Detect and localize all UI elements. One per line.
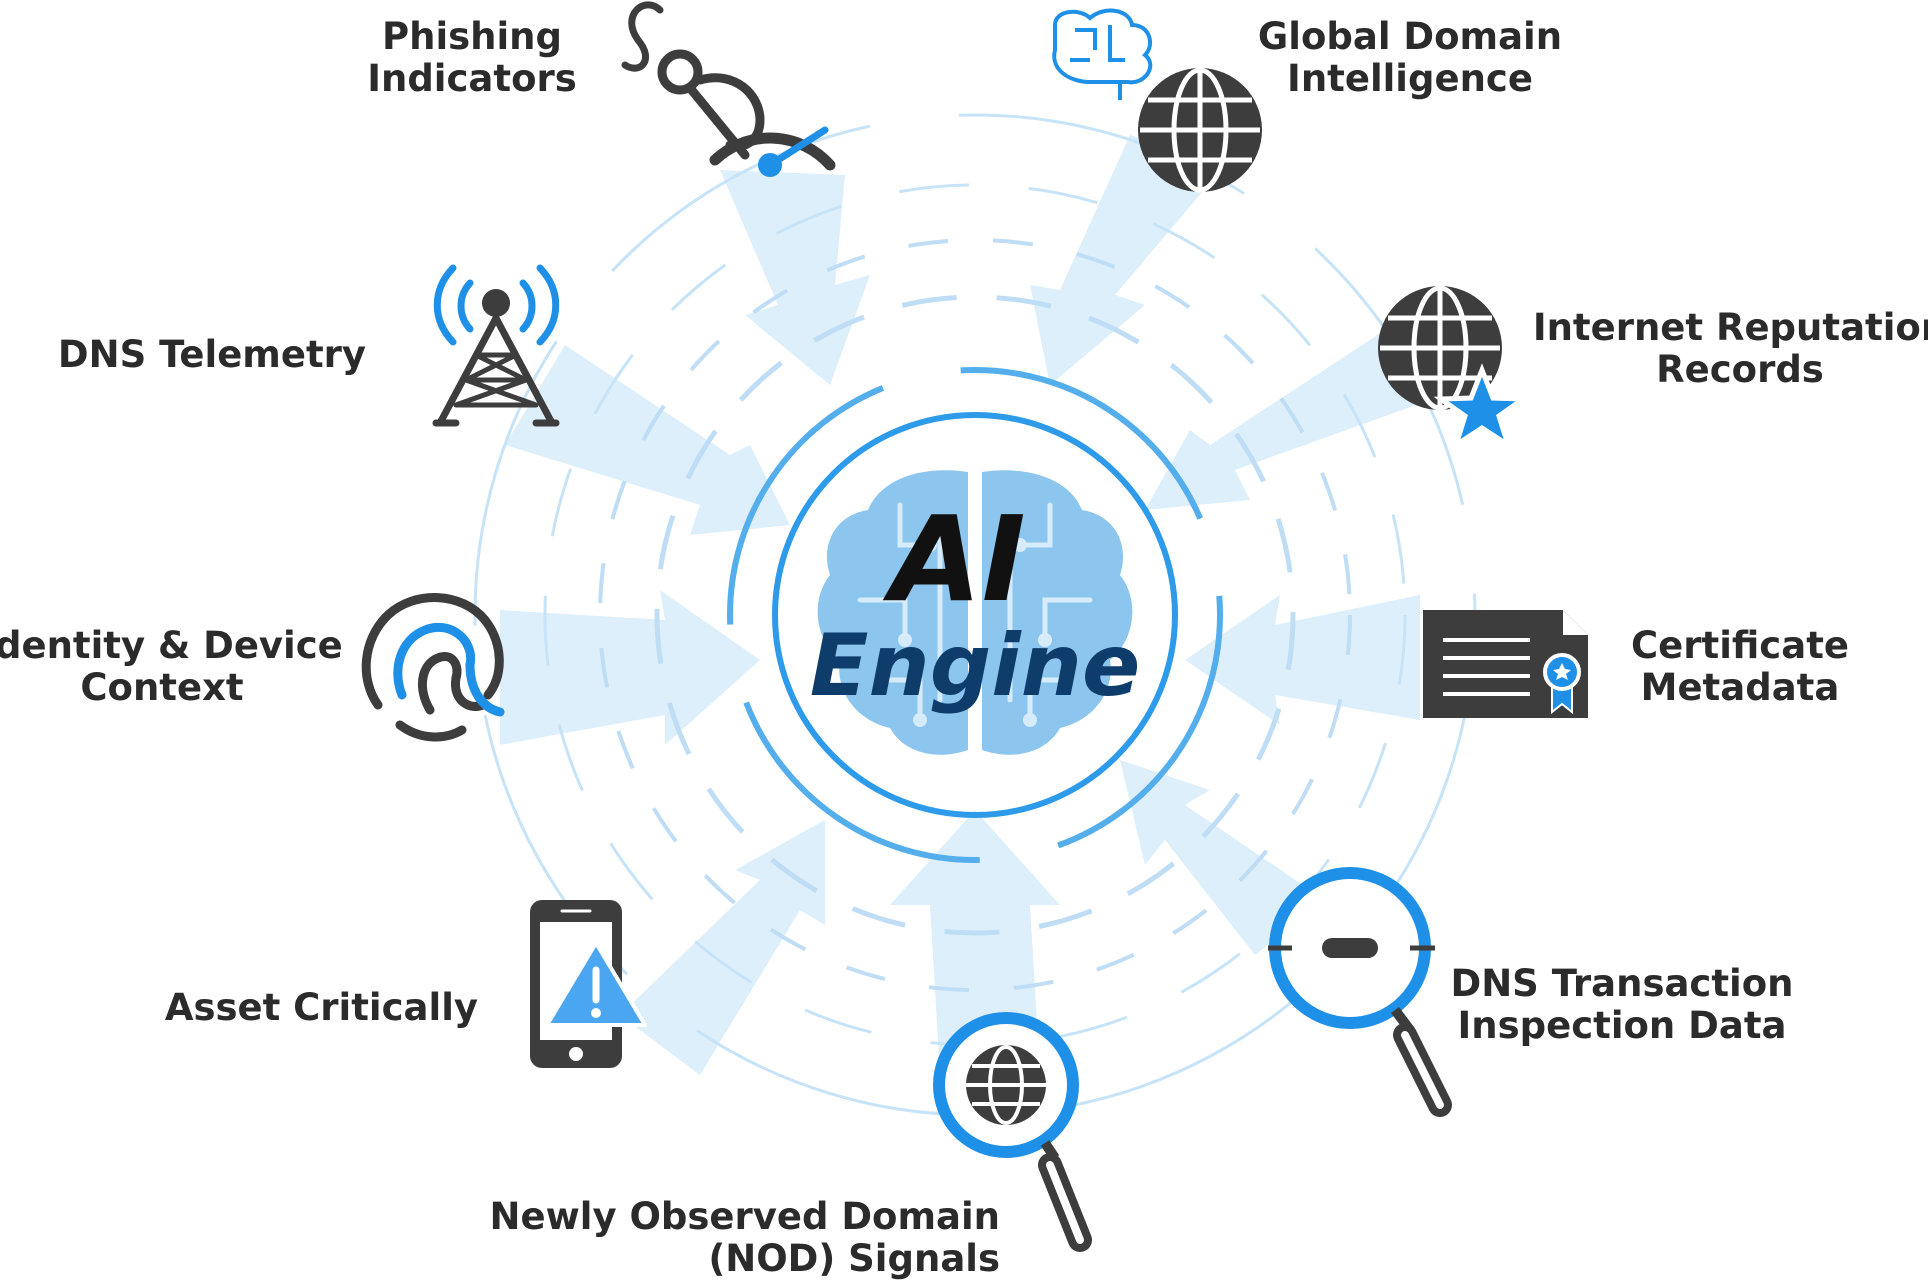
label-phishing-indicators: Phishing Indicators xyxy=(367,16,577,100)
label-line: Certificate xyxy=(1631,624,1849,667)
label-line: DNS Telemetry xyxy=(57,333,366,376)
label-line: Indicators xyxy=(367,57,577,100)
brain-globe-icon xyxy=(1052,8,1262,193)
label-line: Asset Critically xyxy=(164,986,478,1029)
ring-3 xyxy=(598,238,1352,992)
label-line: (NOD) Signals xyxy=(708,1237,1000,1280)
label-dns-transaction-inspection: DNS Transaction Inspection Data xyxy=(1451,963,1794,1047)
phone-warning-icon xyxy=(530,900,647,1068)
label-line: DNS Transaction xyxy=(1450,962,1794,1005)
certificate-icon xyxy=(1423,610,1588,718)
arrow-from-phishing xyxy=(720,170,870,385)
label-asset-critically: Asset Critically xyxy=(165,987,478,1029)
ring-2 xyxy=(654,294,1296,936)
arrow-from-asset xyxy=(620,820,825,1075)
label-line: Newly Observed Domain xyxy=(489,1195,1000,1238)
label-line: Intelligence xyxy=(1287,57,1533,100)
label-line: Context xyxy=(80,666,244,709)
label-line: Identity & Device xyxy=(0,624,343,667)
globe-star-icon xyxy=(1378,285,1531,451)
label-nod-signals: Newly Observed Domain (NOD) Signals xyxy=(490,1196,1000,1280)
label-line: Global Domain xyxy=(1257,15,1563,58)
engine-title-ai: AI xyxy=(882,490,1025,628)
magnifier-icon xyxy=(1268,867,1452,1117)
fishhook-gauge-icon xyxy=(621,1,836,177)
arrows-layer xyxy=(500,135,1430,1075)
ring-inner-solid xyxy=(772,412,1178,818)
arrow-from-internet-reputation xyxy=(1145,330,1430,510)
arrow-from-identity xyxy=(500,590,760,745)
label-dns-telemetry: DNS Telemetry xyxy=(58,334,366,376)
label-internet-reputation-records: Internet Reputation Records xyxy=(1533,307,1928,391)
label-line: Records xyxy=(1656,348,1824,391)
fingerprint-icon xyxy=(361,593,505,742)
label-global-domain-intelligence: Global Domain Intelligence xyxy=(1258,16,1562,100)
arrow-from-dns-transaction xyxy=(1120,760,1325,955)
label-line: Phishing xyxy=(381,15,562,58)
label-line: Internet Reputation xyxy=(1532,306,1928,349)
label-certificate-metadata: Certificate Metadata xyxy=(1631,625,1849,709)
label-line: Metadata xyxy=(1640,666,1840,709)
arrow-from-dns-telemetry xyxy=(505,345,790,535)
magnifier-globe-icon xyxy=(933,1012,1092,1252)
engine-title-engine: Engine xyxy=(810,616,1141,716)
label-line: Inspection Data xyxy=(1457,1004,1787,1047)
brain-circuit-lines xyxy=(857,502,1093,723)
arrow-from-certificate xyxy=(1185,595,1420,725)
antenna-tower-icon xyxy=(432,264,560,427)
arrow-from-global-domain xyxy=(1030,135,1225,385)
arrow-from-nod xyxy=(890,810,1060,1075)
label-identity-device-context: Identity & Device Context xyxy=(0,625,343,709)
brain-core xyxy=(817,470,1133,755)
ring-inner-broken xyxy=(727,367,1223,863)
